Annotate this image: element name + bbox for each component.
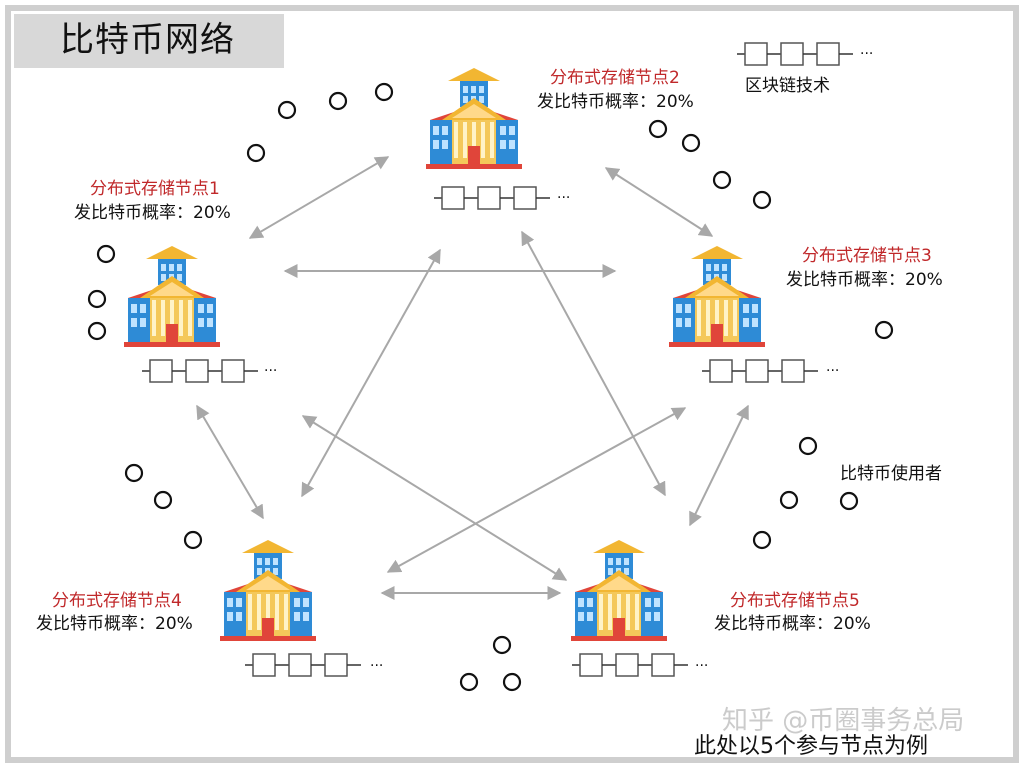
outer-frame (5, 5, 1019, 763)
bank-building-icon (669, 246, 765, 347)
connection-arrows (196, 156, 749, 600)
arrow-1 (248, 156, 390, 239)
user-circle-icon (712, 170, 732, 190)
arrow-5 (689, 404, 749, 527)
node-4-probability: 发比特币概率：20% (36, 614, 193, 634)
node-1-probability: 发比特币概率：20% (74, 203, 231, 223)
chain-1-ellipsis: ... (264, 359, 278, 375)
user-circle-icon (183, 530, 203, 550)
chain-2-ellipsis: ... (557, 186, 571, 202)
blockchain-icon (702, 359, 818, 383)
chain-4-ellipsis: ... (370, 654, 384, 670)
bitcoin-users (87, 82, 894, 692)
node-4-name: 分布式存储节点4 (52, 591, 182, 611)
caption: 此处以5个参与节点为例 (694, 734, 928, 759)
arrow-4 (196, 404, 264, 520)
user-circle-icon (874, 320, 894, 340)
watermark: 知乎 @币圈事务总局 (722, 706, 965, 736)
blockchain-icon (737, 42, 853, 66)
user-circle-icon (502, 672, 522, 692)
user-circle-icon (752, 530, 772, 550)
user-circle-icon (96, 244, 116, 264)
arrow-8 (301, 415, 568, 581)
user-circle-icon (459, 672, 479, 692)
node-3-probability: 发比特币概率：20% (786, 270, 943, 290)
node-chains (142, 42, 853, 677)
blockchain-icon (572, 653, 688, 677)
user-circle-icon (648, 119, 668, 139)
user-circle-icon (798, 436, 818, 456)
chain-5-ellipsis: ... (695, 654, 709, 670)
bank-building-icon (571, 540, 667, 641)
user-circle-icon (681, 133, 701, 153)
blockchain-icon (142, 359, 258, 383)
user-circle-icon (374, 82, 394, 102)
user-circle-icon (153, 490, 173, 510)
user-circle-icon (246, 143, 266, 163)
bank-building-icon (426, 68, 522, 169)
bank-building-icon (124, 246, 220, 347)
blockchain-legend-label: 区块链技术 (745, 76, 830, 96)
user-circle-icon (277, 100, 297, 120)
user-circle-icon (839, 491, 859, 511)
user-circle-icon (87, 321, 107, 341)
node-buildings (124, 68, 765, 641)
user-circle-icon (87, 289, 107, 309)
chain-3-ellipsis: ... (826, 359, 840, 375)
user-circle-icon (328, 91, 348, 111)
node-2-probability: 发比特币概率：20% (537, 92, 694, 112)
blockchain-icon (245, 653, 361, 677)
node-3-name: 分布式存储节点3 (802, 246, 932, 266)
user-circle-icon (492, 635, 512, 655)
arrow-9 (386, 407, 687, 573)
node-5-name: 分布式存储节点5 (730, 591, 860, 611)
blockchain-icon (434, 186, 550, 210)
node-5-probability: 发比特币概率：20% (714, 614, 871, 634)
node-1-name: 分布式存储节点1 (90, 179, 220, 199)
user-circle-icon (124, 463, 144, 483)
legend-chain-ellipsis: ... (860, 42, 874, 58)
users-legend-label: 比特币使用者 (840, 464, 942, 484)
title-box (14, 14, 284, 68)
user-circle-icon (779, 490, 799, 510)
user-circle-icon (752, 190, 772, 210)
bank-building-icon (220, 540, 316, 641)
page-title: 比特币网络 (60, 20, 235, 60)
arrow-2 (604, 167, 714, 237)
node-2-name: 分布式存储节点2 (550, 68, 680, 88)
